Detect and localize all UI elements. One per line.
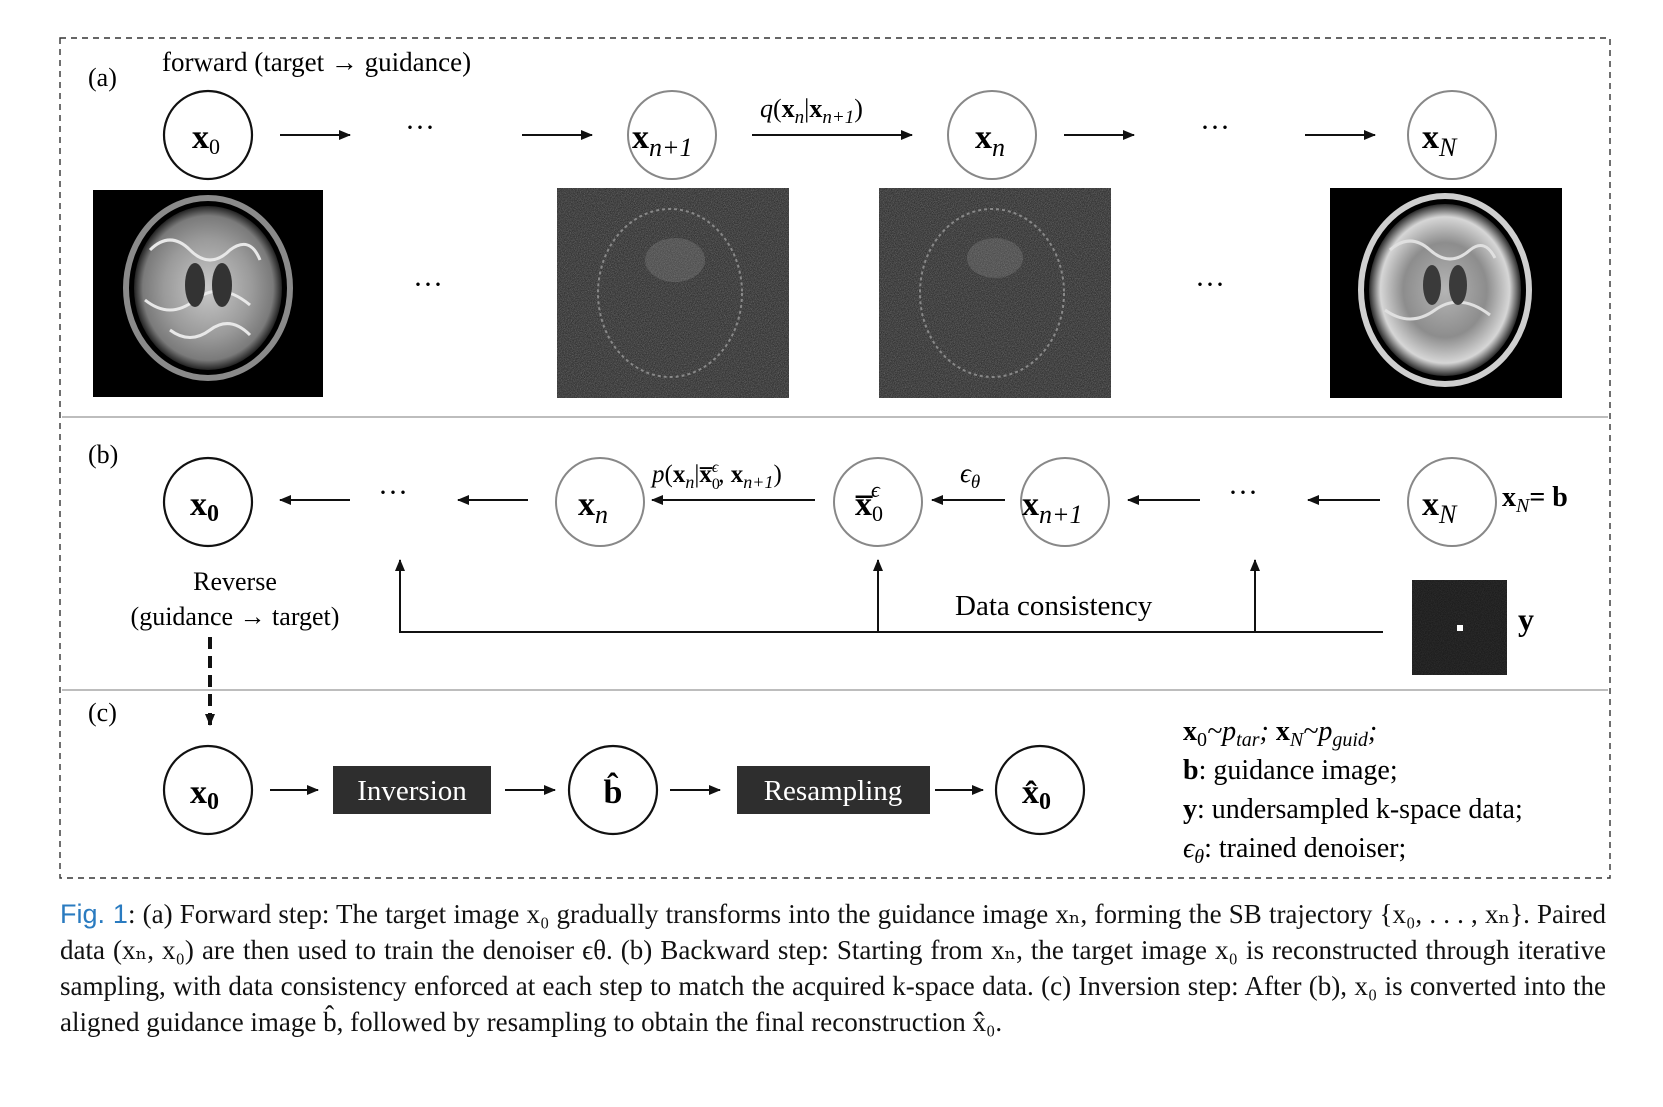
svg-text:xn: xn [578, 486, 608, 529]
edge-label-eps: ϵθ [960, 458, 980, 493]
ellipsis-a-img2: ··· [1195, 268, 1225, 301]
ellipsis-b2: ··· [1228, 476, 1258, 509]
panel-b-label: (b) [88, 440, 118, 469]
legend-line-1: x0~ptar; xN~pguid; [1183, 716, 1377, 751]
inversion-box: Inversion [333, 766, 491, 814]
node-a-xn: xn [947, 90, 1037, 180]
svg-text:xN: xN [1422, 119, 1458, 162]
svg-text:xN: xN [1422, 486, 1458, 529]
node-a-xN: xN [1407, 90, 1497, 180]
panel-a-title: forward (target → guidance) [162, 47, 471, 77]
node-a-xn1: xn+1 [627, 90, 717, 180]
node-c-x0: x0 [162, 744, 254, 836]
data-consistency-label: Data consistency [955, 590, 1153, 622]
caption-text: : (a) Forward step: The target image x₀ … [60, 899, 1607, 1037]
reverse-label-line1: Reverse [193, 567, 277, 596]
svg-text:xn+1: xn+1 [632, 119, 693, 162]
mri-image-noisy-xn [879, 188, 1111, 398]
figure-caption: Fig. 1: (a) Forward step: The target ima… [60, 896, 1606, 1040]
resampling-box: Resampling [737, 766, 930, 814]
panel-a-label: (a) [88, 63, 117, 92]
svg-text:xn+1: xn+1 [1022, 486, 1083, 529]
svg-text:Resampling: Resampling [764, 775, 903, 807]
kspace-image-y [1412, 580, 1507, 675]
node-b-xN: xN [1407, 457, 1497, 547]
ellipsis-a2: ··· [1200, 111, 1230, 144]
data-consistency-line [395, 559, 1383, 633]
figure-label: Fig. 1 [60, 899, 128, 929]
y-label: y [1518, 601, 1534, 637]
legend: x0~ptar; xN~pguid; b: guidance image; y:… [1183, 716, 1523, 868]
ellipsis-b1: ··· [378, 476, 408, 509]
svg-text:x0: x0 [190, 774, 219, 815]
svg-text:x̅0ϵ: x̅0ϵ [855, 477, 883, 526]
legend-line-3: y: undersampled k-space data; [1183, 794, 1523, 825]
svg-text:x0: x0 [190, 486, 219, 527]
figure-diagram: (a) forward (target → guidance) x0 ··· x… [59, 37, 1611, 879]
ellipsis-a-img1: ··· [413, 268, 443, 301]
xN-equals-b: xN= b [1502, 482, 1568, 517]
node-b-xn: xn [555, 457, 645, 547]
mri-image-guidance-t1 [1330, 188, 1562, 398]
panel-c-label: (c) [88, 698, 117, 727]
mri-image-noisy-xn1 [557, 188, 789, 398]
svg-text:b̂: b̂ [604, 771, 623, 811]
legend-line-2: b: guidance image; [1183, 755, 1398, 786]
ellipsis-a1: ··· [405, 111, 435, 144]
node-b-x0bar-eps: x̅0ϵ [833, 457, 923, 547]
svg-text:xn: xn [975, 119, 1005, 162]
node-c-bhat: b̂ [567, 744, 659, 836]
node-b-xn1: xn+1 [1020, 457, 1110, 547]
node-a-x0: x0 [162, 89, 254, 181]
svg-text:Inversion: Inversion [357, 775, 467, 807]
svg-text:x0: x0 [192, 119, 220, 159]
legend-line-4: ϵθ: trained denoiser; [1183, 833, 1406, 868]
node-c-x0hat: x̂0 [994, 744, 1086, 836]
mri-image-target-flair [93, 190, 323, 397]
outer-frame [59, 37, 1611, 879]
edge-label-p: p(xn|x̅0ϵ, xn+1) [650, 459, 782, 493]
reverse-label-line2: (guidance → target) [131, 602, 340, 631]
node-b-x0: x0 [162, 456, 254, 548]
edge-label-q: q(xn|xn+1) [760, 94, 863, 128]
